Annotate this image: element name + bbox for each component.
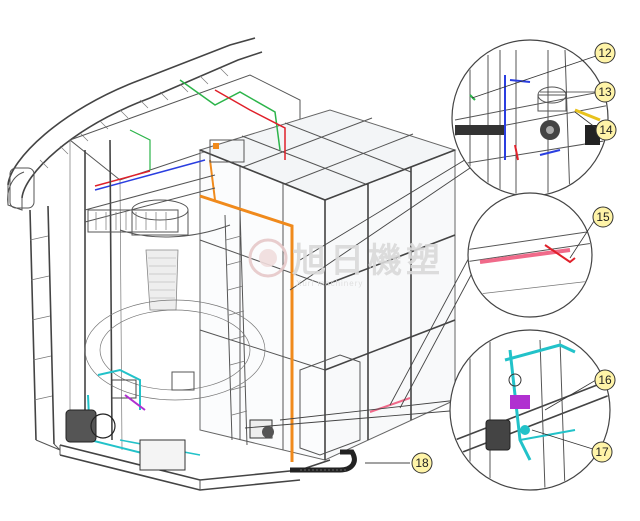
detail-view-bottom [449,329,611,491]
callout-16-label: 16 [598,373,612,387]
blue-pipe [94,159,206,191]
purple-part [124,394,146,411]
callout-13-label: 13 [598,85,612,99]
watermark-subtext: Xuri machinery [296,279,363,288]
callouts: 12 13 14 15 16 17 18 [411,42,617,474]
leader-lines [244,157,479,464]
callout-15-label: 15 [596,210,610,224]
callout-18-label: 18 [415,456,429,470]
machine-body [7,37,457,491]
red-pipe [214,89,286,160]
callout-14-label: 14 [599,123,613,137]
orange-pipe [199,194,294,462]
callout-16: 16 [594,369,616,391]
right-glass-panel [324,149,456,461]
callout-13: 13 [594,81,616,103]
callout-15: 15 [592,206,614,228]
callout-12-label: 12 [598,46,612,60]
callout-12: 12 [594,42,616,64]
callout-14: 14 [595,119,617,141]
callout-18: 18 [411,452,433,474]
callout-17-label: 17 [595,445,609,459]
green-pipe [179,79,281,151]
detail-view-middle [467,192,597,318]
front-glass-panel [199,149,326,461]
detail-view-top [451,39,609,197]
watermark: 旭日機塑 Xuri machinery [248,238,444,288]
callout-17: 17 [591,441,613,463]
watermark-text: 旭日機塑 [292,241,444,281]
